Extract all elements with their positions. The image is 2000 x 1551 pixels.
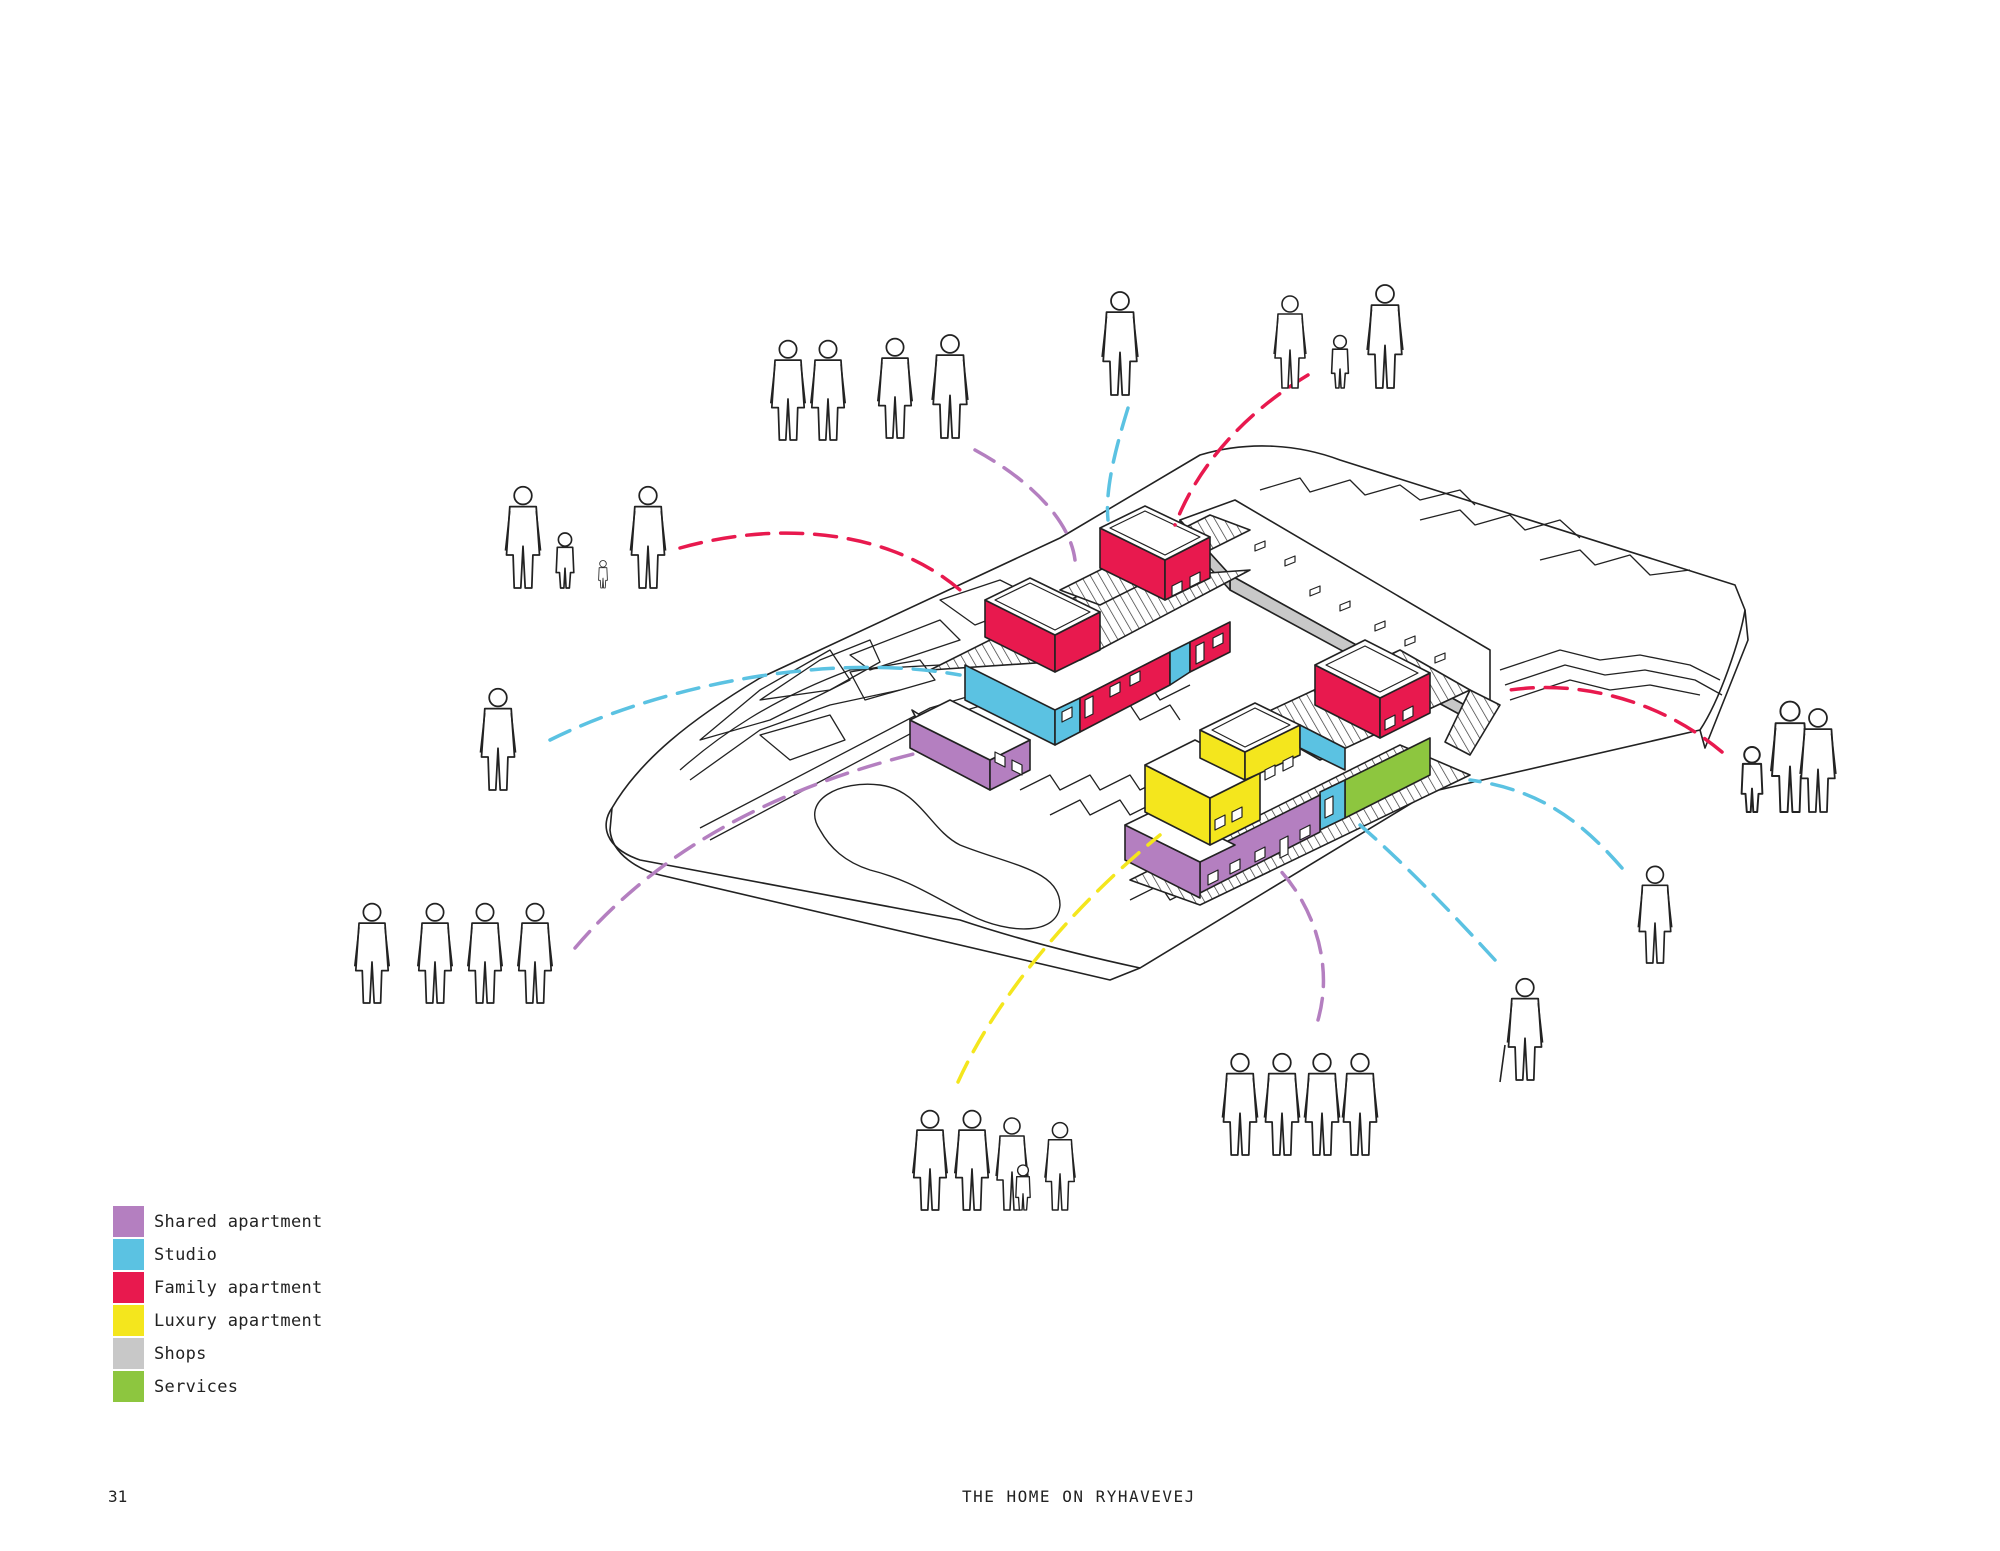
group-top-left	[769, 334, 969, 441]
link-shared-bottom	[1273, 863, 1326, 1022]
group-bottom-four-women	[1221, 1052, 1379, 1156]
legend: Shared apartment Studio Family apartment…	[113, 1205, 323, 1403]
link-studio-left	[548, 665, 962, 742]
page-number: 31	[108, 1487, 128, 1506]
link-family-top	[1173, 373, 1310, 527]
group-left-family	[504, 485, 667, 589]
link-family-left	[678, 531, 962, 592]
legend-label: Luxury apartment	[154, 1310, 323, 1331]
group-right-woman	[1637, 865, 1673, 964]
legend-label: Studio	[154, 1244, 218, 1265]
group-top-family	[1273, 284, 1404, 389]
link-family-right	[1508, 685, 1724, 754]
group-top-single	[1101, 291, 1139, 396]
right-apartment-wing	[1124, 639, 1501, 906]
legend-label: Family apartment	[154, 1277, 323, 1298]
group-left-single	[479, 687, 517, 791]
legend-label: Services	[154, 1376, 239, 1397]
group-right-elderly	[1499, 977, 1544, 1083]
group-bottom-family	[911, 1109, 1076, 1211]
legend-item-family-apartment: Family apartment	[113, 1271, 323, 1304]
link-studio-top	[1105, 406, 1130, 522]
legend-label: Shops	[154, 1343, 207, 1364]
group-left-four-men	[353, 902, 554, 1004]
legend-swatch	[113, 1371, 144, 1402]
legend-swatch	[113, 1272, 144, 1303]
site-platform	[605, 445, 1749, 981]
legend-item-studio: Studio	[113, 1238, 323, 1271]
group-right-family	[1740, 700, 1837, 813]
link-shared-top	[973, 448, 1077, 562]
legend-swatch	[113, 1239, 144, 1270]
legend-item-shared-apartment: Shared apartment	[113, 1205, 323, 1238]
link-studio-elderly	[1358, 823, 1497, 962]
legend-item-shops: Shops	[113, 1337, 323, 1370]
link-luxury-bottom	[956, 833, 1162, 1084]
connection-links	[548, 373, 1724, 1084]
legend-swatch	[113, 1338, 144, 1369]
link-shared-left	[573, 748, 932, 950]
legend-swatch	[113, 1305, 144, 1336]
left-apartment-wing	[909, 505, 1251, 791]
legend-swatch	[113, 1206, 144, 1237]
legend-item-services: Services	[113, 1370, 323, 1403]
page-title: THE HOME ON RYHAVEVEJ	[962, 1487, 1196, 1506]
link-studio-right	[1468, 778, 1624, 870]
legend-item-luxury-apartment: Luxury apartment	[113, 1304, 323, 1337]
legend-label: Shared apartment	[154, 1211, 323, 1232]
